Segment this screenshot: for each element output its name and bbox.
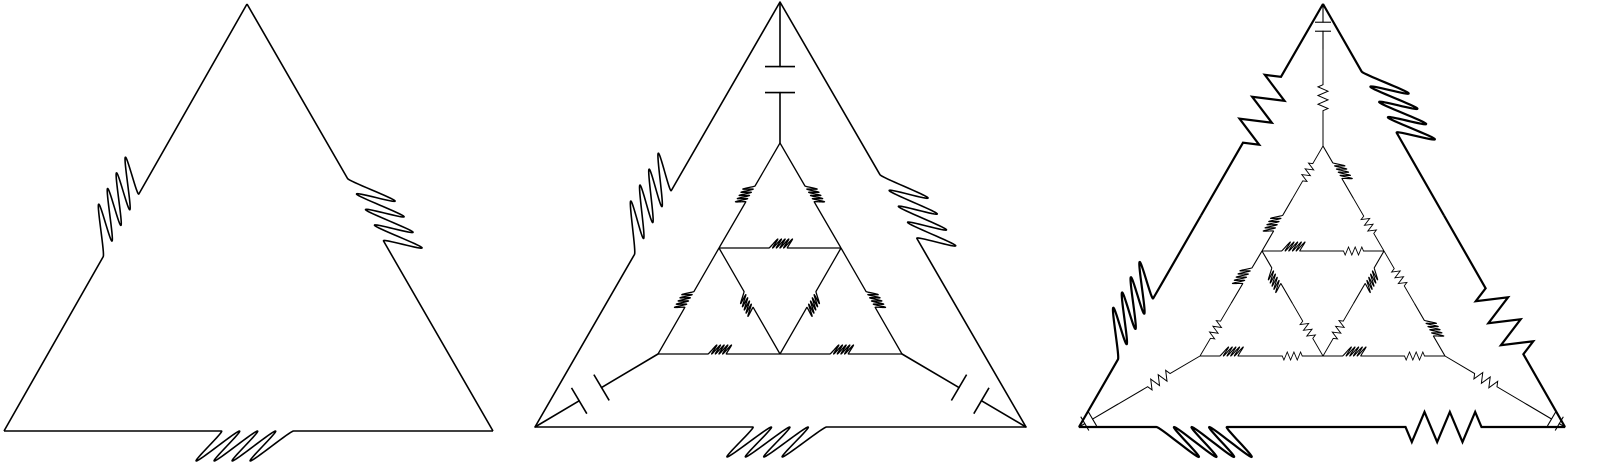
inductor [718, 142, 781, 249]
resistor [1200, 3, 1324, 217]
capacitor-plate [1554, 416, 1564, 431]
wire [1078, 423, 1086, 428]
inductor [1079, 425, 1322, 459]
inductor [779, 142, 842, 249]
inductor [4, 430, 493, 462]
resistor [1443, 214, 1566, 428]
panel-rl-network [1078, 3, 1566, 459]
capacitor-plate [1088, 411, 1098, 427]
inductor [779, 1, 1027, 428]
inductor [1261, 198, 1293, 252]
resistor [1322, 303, 1354, 357]
panel-inductor-triangle [3, 3, 494, 462]
inductor [1230, 250, 1263, 304]
inductor [1322, 3, 1445, 217]
capacitor-plate [973, 387, 990, 415]
wire [1526, 403, 1553, 420]
resistor [1322, 409, 1565, 445]
capacitor-plate [950, 374, 968, 401]
inductor [534, 1, 781, 428]
resistor [1444, 355, 1527, 405]
inductor [1414, 303, 1446, 357]
resistor [1383, 250, 1415, 304]
resistor [1316, 49, 1330, 146]
wire [980, 399, 1027, 428]
inductor [1200, 346, 1262, 357]
wire [1558, 423, 1566, 428]
capacitor-plate [1546, 411, 1557, 427]
inductor [780, 344, 902, 355]
resistor [1323, 245, 1384, 257]
wire [534, 399, 580, 428]
resistor [1199, 303, 1232, 357]
inductor [718, 247, 781, 355]
resistor [1292, 303, 1324, 357]
inductor [246, 3, 494, 432]
resistor [1261, 350, 1323, 362]
capacitor-plate [570, 387, 588, 415]
resistor [1117, 355, 1201, 405]
inductor [1261, 250, 1293, 304]
inductor [1322, 145, 1354, 199]
panel-inductor-capacitor-network [534, 1, 1027, 458]
resistor [1384, 350, 1445, 362]
inductor [658, 344, 780, 355]
inductor [535, 426, 1026, 458]
wire [1092, 403, 1119, 420]
inductor [1262, 241, 1323, 252]
inductor [1078, 214, 1202, 428]
wire [901, 353, 960, 389]
inductor [1353, 250, 1385, 304]
inductor [719, 238, 841, 249]
inductor [1323, 346, 1384, 357]
inductor [779, 247, 842, 355]
inductor [657, 247, 720, 355]
resistor [1353, 198, 1385, 252]
resistor [1292, 145, 1324, 199]
inductor [840, 247, 903, 355]
inductor [3, 3, 248, 432]
capacitor-plate [593, 374, 610, 401]
wire [600, 353, 659, 389]
capacitor-plate [1080, 416, 1090, 431]
